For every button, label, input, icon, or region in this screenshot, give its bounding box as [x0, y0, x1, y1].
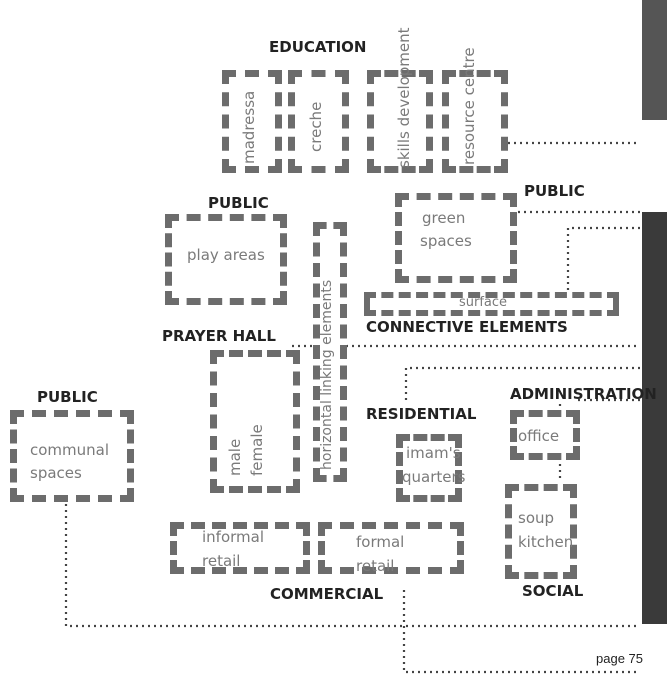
play-areas-box [165, 214, 287, 305]
communal-spaces-label-1: communal [30, 441, 110, 459]
heading-public-top: PUBLIC [524, 182, 585, 200]
informal-retail-label-1: informal [202, 528, 265, 546]
soup-kitchen-label-2: kitchen [518, 533, 574, 551]
play-areas-label: play areas [187, 246, 265, 264]
formal-retail-label-2: retail [356, 557, 395, 575]
skills-development-label: skills development [395, 27, 413, 168]
green-spaces-label-2: spaces [420, 232, 472, 250]
creche-box [288, 70, 349, 173]
office-box [510, 410, 580, 460]
green-spaces-label-1: green [422, 209, 466, 227]
connector-green [566, 226, 640, 290]
heading-residential: RESIDENTIAL [366, 405, 477, 423]
soup-kitchen-label-1: soup [518, 509, 555, 527]
formal-retail-label-1: formal [356, 533, 405, 551]
surface-label: surface [459, 295, 508, 310]
photo-bottom [642, 212, 667, 624]
madressa-label: madressa [240, 90, 258, 164]
heading-social: SOCIAL [522, 582, 584, 600]
heading-connective: CONNECTIVE ELEMENTS [366, 318, 568, 336]
madressa-box [222, 70, 282, 173]
heading-public-left: PUBLIC [37, 388, 98, 406]
imams-quarters-label-1: imam's [406, 444, 461, 462]
connector-residential [404, 366, 640, 400]
informal-retail-label-2: retail [202, 552, 241, 570]
informal-retail-box [170, 522, 310, 574]
communal-spaces-box [10, 410, 134, 502]
heading-commercial: COMMERCIAL [270, 585, 384, 603]
horizontal-linking-label: horizontal linking elements [319, 279, 335, 470]
horizontal-linking-box [313, 222, 347, 482]
male-label: male [226, 438, 244, 476]
imams-quarters-box [396, 434, 462, 502]
heading-public-mid: PUBLIC [208, 194, 269, 212]
female-label: female [248, 424, 266, 476]
formal-retail-box [318, 522, 464, 574]
resource-centre-label: resource centre [460, 47, 478, 165]
connector-communal [64, 504, 640, 628]
heading-prayer-hall: PRAYER HALL [162, 327, 276, 345]
heading-education: EDUCATION [269, 38, 367, 56]
heading-administration: ADMINISTRATION [510, 385, 657, 403]
office-label: office [518, 427, 560, 445]
green-spaces-box [395, 193, 517, 283]
prayer-hall-box [210, 350, 300, 493]
creche-label: creche [307, 101, 325, 152]
skills-development-box [367, 70, 433, 173]
resource-centre-box [442, 70, 508, 173]
photo-top [642, 0, 667, 120]
communal-spaces-label-2: spaces [30, 464, 82, 482]
imams-quarters-label-2: quarters [402, 468, 466, 486]
soup-kitchen-box [505, 484, 577, 579]
surface-box [364, 292, 619, 316]
page-number: page 75 [596, 651, 643, 666]
